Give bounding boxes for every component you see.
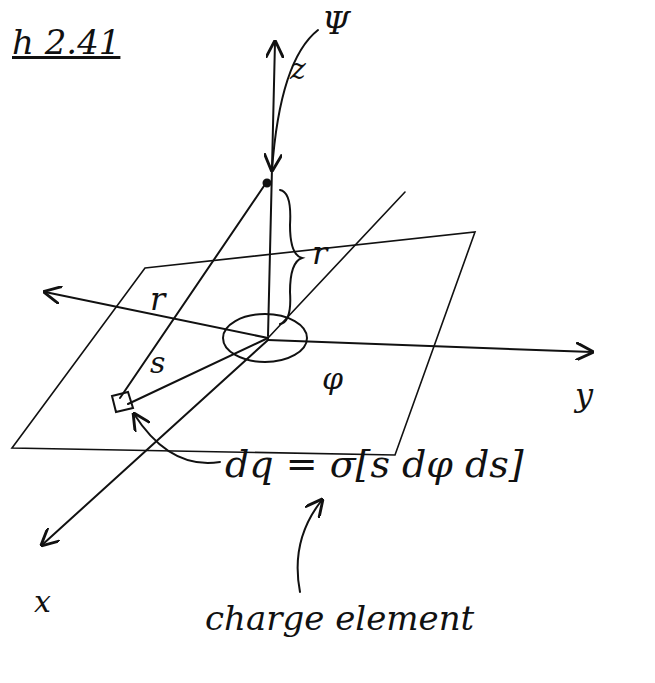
field-point <box>264 180 271 187</box>
axis-name: z <box>290 52 306 85</box>
problem-heading: h 2.41 <box>12 24 120 61</box>
distance-symbol: r <box>312 236 327 271</box>
leader <box>272 30 318 170</box>
axis-name: y <box>575 378 593 413</box>
angle-symbol: φ <box>322 362 343 395</box>
brace <box>280 190 302 324</box>
z-axis <box>268 42 275 336</box>
axis-name: x <box>34 585 51 618</box>
y-axis <box>268 340 592 352</box>
separation-symbol: r <box>150 282 165 317</box>
angle-ellipse <box>223 314 307 362</box>
leader <box>298 500 322 592</box>
x-axis <box>42 340 268 545</box>
leader <box>134 414 220 463</box>
potential-symbol: Ψ <box>322 6 350 41</box>
radius-symbol: s <box>150 346 165 379</box>
plane <box>12 232 475 455</box>
radius-line <box>128 338 268 404</box>
charge-element <box>112 392 133 412</box>
separation-line <box>120 183 266 398</box>
note: charge element <box>205 600 474 637</box>
formula: dq = σ[s dφ ds] <box>225 444 524 486</box>
